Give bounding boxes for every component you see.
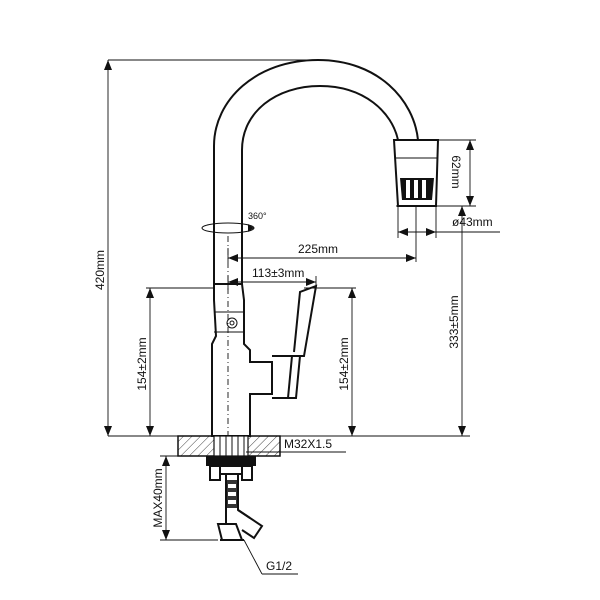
dim-spout-height: 333±5mm xyxy=(280,205,470,437)
faucet-body xyxy=(211,283,273,437)
spray-head xyxy=(392,139,440,207)
total-height-label: 420mm xyxy=(93,250,107,290)
spout-reach-label: 225mm xyxy=(298,242,338,256)
head-diameter-label: ø43mm xyxy=(452,215,493,229)
dim-connection: G1/2 xyxy=(243,539,298,575)
body-height-right-label: 154±2mm xyxy=(337,337,351,390)
connection-label: G1/2 xyxy=(266,559,292,573)
body-offset-label: 113±3mm xyxy=(252,266,304,280)
dim-spout-reach: 225mm xyxy=(227,206,417,262)
spout-height-label: 333±5mm xyxy=(447,295,461,348)
dim-max-mount: MAX40mm xyxy=(151,455,218,541)
max-mount-label: MAX40mm xyxy=(151,468,165,527)
dim-body-offset: 113±3mm xyxy=(227,266,317,290)
dim-total-height: 420mm xyxy=(93,59,318,437)
dim-body-height-left: 154±2mm xyxy=(135,287,214,436)
head-length-label: 62mm xyxy=(449,155,463,188)
body-height-left-label: 154±2mm xyxy=(135,337,149,390)
flexible-hose xyxy=(216,474,264,541)
dim-thread: M32X1.5 xyxy=(246,437,346,453)
dim-head-diameter: ø43mm xyxy=(397,206,500,238)
dim-body-height-right: 154±2mm xyxy=(304,287,356,436)
rotation-label: 360° xyxy=(248,211,267,221)
thread-label: M32X1.5 xyxy=(284,437,332,451)
rotation-indicator: 360° xyxy=(201,211,267,234)
fixing-studs xyxy=(206,456,256,481)
dim-head-length: 62mm xyxy=(438,139,476,207)
faucet-handle xyxy=(272,284,318,399)
mounting-base xyxy=(177,435,281,457)
